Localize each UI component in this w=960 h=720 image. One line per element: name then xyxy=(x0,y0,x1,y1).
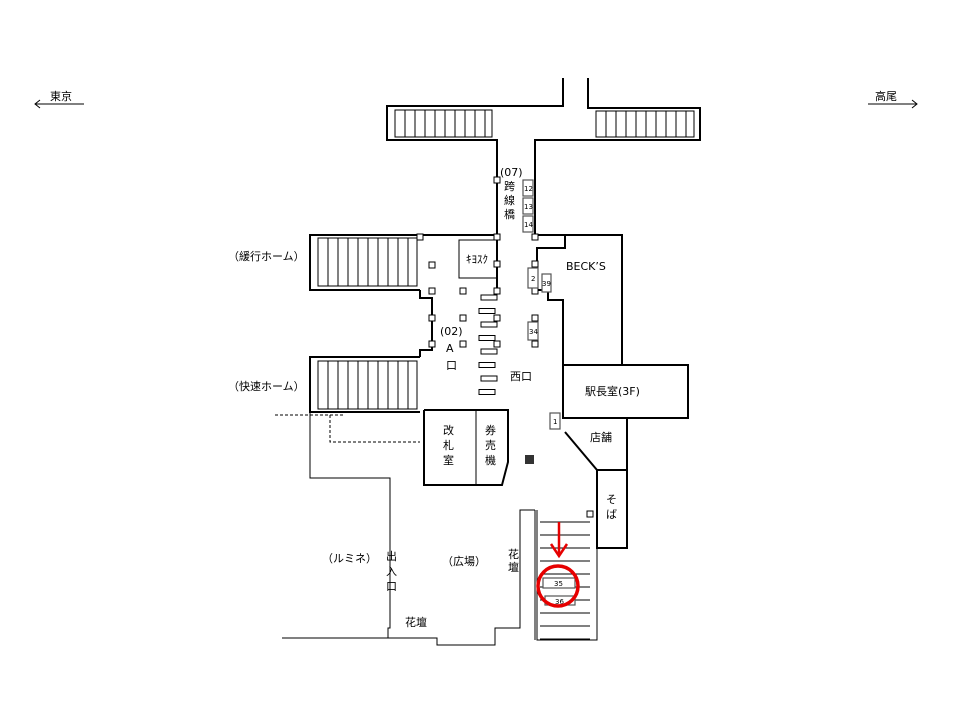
bridge-char: 橋 xyxy=(504,207,515,221)
pillar-marker xyxy=(459,340,467,348)
direction-right-label: 高尾 xyxy=(875,89,897,103)
pillar-marker xyxy=(531,287,539,295)
flowerbed-label: 花壇 xyxy=(405,615,427,629)
pillar-marker xyxy=(459,287,467,295)
slow-platform-label: （緩行ホーム） xyxy=(228,250,305,263)
pillar-marker xyxy=(531,340,539,348)
soba-char: そ xyxy=(606,493,617,506)
marker-2: 2 xyxy=(531,275,535,283)
markers: 12 13 14 2 39 34 1 35 36 xyxy=(522,179,576,606)
gate-room-char: 改 xyxy=(443,423,454,437)
labels: (07) 跨 線 橋 （緩行ホーム） （快速ホーム） ｷﾖｽｸ BECK’S (… xyxy=(228,166,640,629)
pillar-marker xyxy=(493,260,501,268)
direction-tokyo: 東京 xyxy=(34,89,84,109)
marker-13: 13 xyxy=(524,203,533,211)
pillar-marker xyxy=(493,340,501,348)
bridge-char: 跨 xyxy=(504,180,515,193)
ticket-machine-char: 券 xyxy=(485,423,496,437)
marker-35: 35 xyxy=(554,580,563,588)
west-exit-label: 西口 xyxy=(510,370,532,383)
concourse xyxy=(419,234,689,549)
station-master-label: 駅長室(3F) xyxy=(585,384,640,398)
top-stairs xyxy=(386,78,701,235)
elevator-icon xyxy=(525,455,534,464)
marker-36: 36 xyxy=(555,598,564,606)
a-exit-char: A xyxy=(446,342,454,355)
pillar-marker xyxy=(428,261,436,269)
ticket-gates xyxy=(478,294,498,395)
rapid-platform-label: （快速ホーム） xyxy=(228,380,305,393)
pillar-marker xyxy=(416,233,424,241)
a-exit-code: (02) xyxy=(440,325,463,338)
highlight-marker xyxy=(536,522,580,608)
marker-14: 14 xyxy=(524,221,533,229)
pillar-marker xyxy=(531,314,539,322)
pillar-marker xyxy=(531,233,539,241)
ticket-gate xyxy=(480,375,498,382)
pillar-marker xyxy=(493,233,501,241)
marker-34: 34 xyxy=(529,328,538,336)
gate-room-char: 室 xyxy=(443,453,454,467)
pillar-marker xyxy=(493,176,501,184)
kiosk-label: ｷﾖｽｸ xyxy=(466,253,488,266)
ticket-gate xyxy=(478,335,496,341)
direction-takao: 高尾 xyxy=(868,89,918,109)
flowerbed-char: 壇 xyxy=(508,560,519,574)
pillar-marker xyxy=(428,314,436,322)
entrance-char: 口 xyxy=(386,580,397,593)
shop-label: 店舗 xyxy=(590,430,612,444)
pillar-marker xyxy=(586,510,594,518)
platform-stairs xyxy=(309,234,420,413)
pillar-marker xyxy=(428,287,436,295)
bridge-code: (07) xyxy=(500,166,523,179)
plaza-label: （広場） xyxy=(442,555,486,568)
pillar-marker xyxy=(428,340,436,348)
pillar-marker xyxy=(493,314,501,322)
ticket-gate xyxy=(478,389,496,395)
bridge-char: 線 xyxy=(504,193,515,207)
soba-char: ば xyxy=(606,508,617,521)
pillar-marker xyxy=(459,314,467,322)
pillar-marker xyxy=(493,287,501,295)
becks-label: BECK’S xyxy=(566,260,606,273)
ticket-gate xyxy=(480,321,498,328)
a-exit-char: 口 xyxy=(446,359,457,372)
marker-1: 1 xyxy=(553,418,557,426)
plaza-outline xyxy=(275,412,598,646)
ticket-gate xyxy=(478,308,496,314)
flowerbed-char: 花 xyxy=(508,548,519,561)
entrance-char: 出 xyxy=(386,549,397,563)
ticket-gate xyxy=(478,362,496,368)
direction-left-label: 東京 xyxy=(50,89,72,103)
entrance-char: 入 xyxy=(386,565,397,578)
ticket-machine-char: 機 xyxy=(485,453,496,467)
pillar-marker xyxy=(531,260,539,268)
ticket-gate xyxy=(480,294,498,301)
ticket-machine-char: 売 xyxy=(485,439,496,452)
gate-room-char: 札 xyxy=(443,439,454,452)
pillars xyxy=(416,176,594,518)
marker-39: 39 xyxy=(542,280,551,288)
ticket-gate xyxy=(480,348,498,355)
lumine-label: （ルミネ） xyxy=(322,552,377,565)
marker-12: 12 xyxy=(524,185,533,193)
